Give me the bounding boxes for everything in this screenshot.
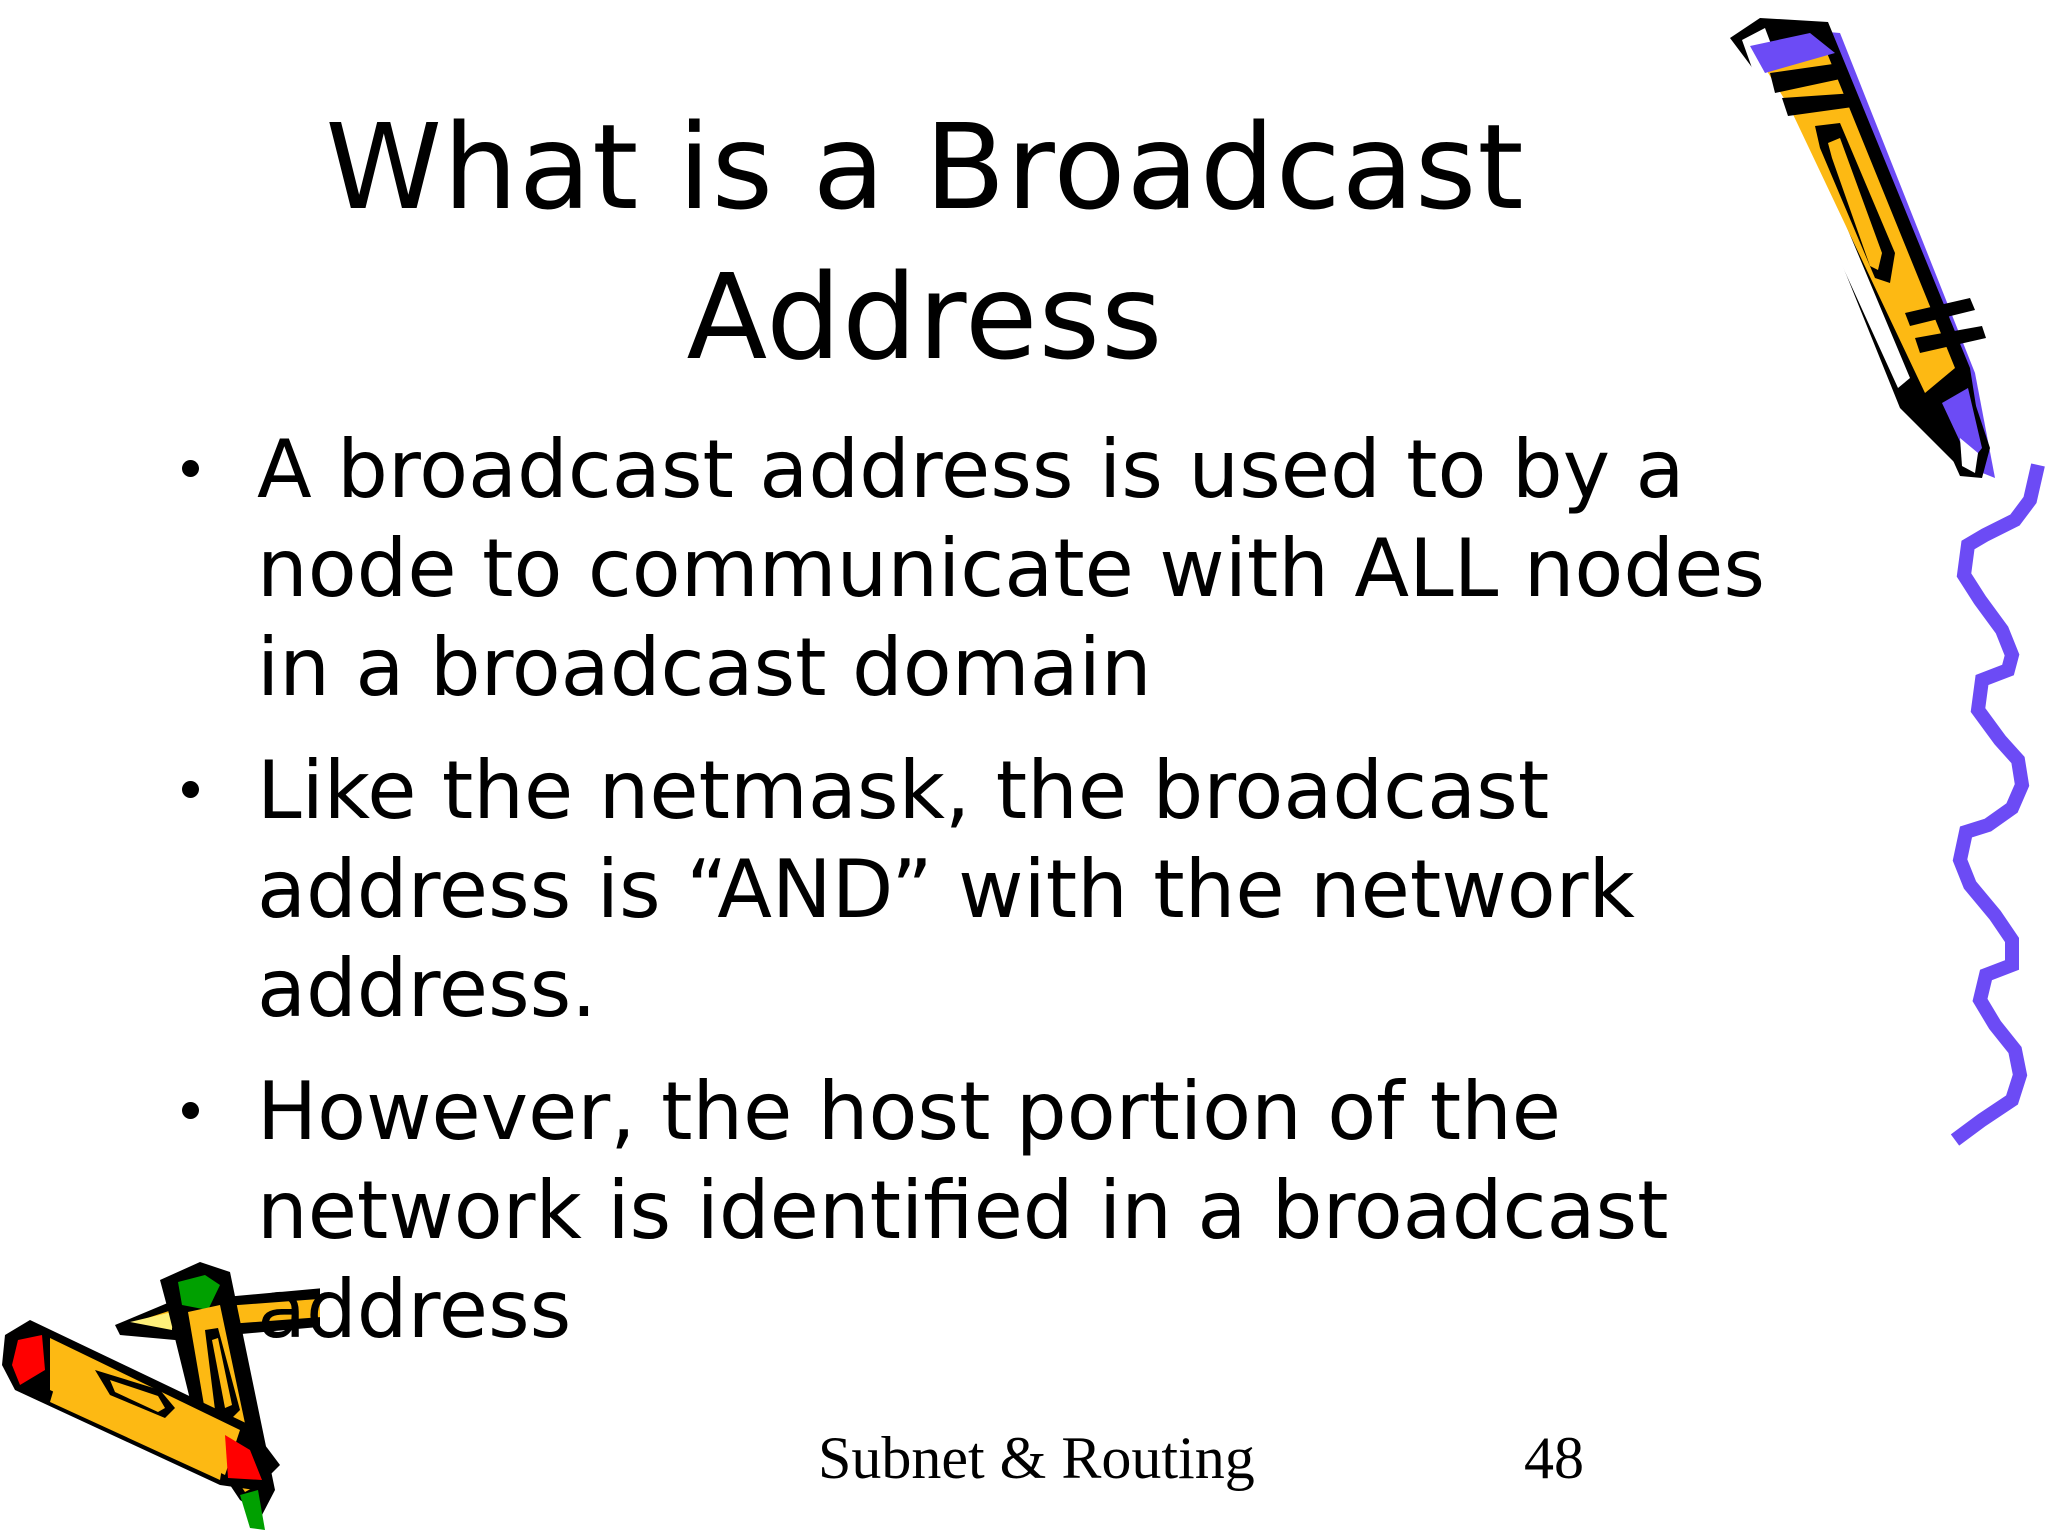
bullet-line: address. xyxy=(257,942,597,1035)
bullet-line: address is “AND” with the network xyxy=(257,843,1635,936)
bullet-item: However, the host portion of the network… xyxy=(172,1062,1872,1359)
footer-title: Subnet & Routing xyxy=(818,1425,1255,1491)
bullet-item: Like the netmask, the broadcast address … xyxy=(172,741,1872,1038)
bullet-dot-icon xyxy=(182,781,199,798)
bullet-item: A broadcast address is used to by a node… xyxy=(172,420,1872,717)
squiggle-decoration-icon xyxy=(1950,463,2045,1146)
bullet-line: A broadcast address is used to by a xyxy=(257,423,1685,516)
bullet-dot-icon xyxy=(182,1102,199,1119)
pencil-clipart-icon xyxy=(1730,18,1995,478)
bullet-line: However, the host portion of the xyxy=(257,1065,1562,1158)
bullet-line: node to communicate with ALL nodes xyxy=(257,522,1766,615)
title-line-1: What is a Broadcast xyxy=(325,98,1525,236)
bullet-line: network is identified in a broadcast xyxy=(257,1164,1669,1257)
bullet-line: in a broadcast domain xyxy=(257,621,1152,714)
bullet-line: Like the netmask, the broadcast xyxy=(257,744,1550,837)
bullet-text: However, the host portion of the network… xyxy=(257,1062,1872,1359)
bullet-text: Like the netmask, the broadcast address … xyxy=(257,741,1872,1038)
slide-title: What is a Broadcast Address xyxy=(300,92,1550,392)
bullet-dot-icon xyxy=(182,460,199,477)
crossed-pencils-clipart-icon xyxy=(2,1262,320,1530)
bullet-text: A broadcast address is used to by a node… xyxy=(257,420,1872,717)
bullet-line: address xyxy=(257,1263,572,1356)
title-line-2: Address xyxy=(686,248,1164,386)
page-number: 48 xyxy=(1524,1425,1584,1491)
bullet-list: A broadcast address is used to by a node… xyxy=(172,420,1872,1383)
